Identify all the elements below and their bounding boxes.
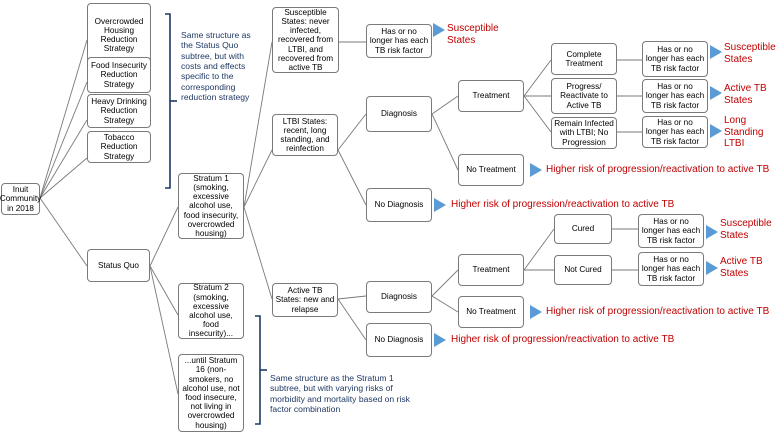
active-no-treatment-outcome: Higher risk of progression/reactivation … xyxy=(546,306,770,317)
complete-treatment-node: Complete Treatment xyxy=(551,43,617,75)
arrow-ltbi-no-treatment xyxy=(530,163,542,177)
complete-outcome: Susceptible States xyxy=(724,42,776,65)
ltbi-no-diagnosis-node: No Diagnosis xyxy=(366,188,432,222)
arrow-susc-top xyxy=(433,23,445,37)
ltbi-no-treatment-outcome: Higher risk of progression/reactivation … xyxy=(546,164,770,175)
progress-reactivate-node: Progress/ Reactivate to Active TB xyxy=(551,78,617,114)
strata-note: Same structure as the Stratum 1 subtree,… xyxy=(270,373,410,414)
ltbi-states-node: LTBI States: recent, long standing, and … xyxy=(272,114,338,156)
stratum16-node: ...until Stratum 16 (non-smokers, no alc… xyxy=(178,354,244,432)
risk-factor-progress-node: Has or no longer has each TB risk factor xyxy=(642,79,708,113)
active-no-diagnosis-node: No Diagnosis xyxy=(366,323,432,357)
ltbi-no-diagnosis-outcome: Higher risk of progression/reactivation … xyxy=(451,199,675,210)
ltbi-no-treatment-node: No Treatment xyxy=(458,154,524,186)
active-no-treatment-node: No Treatment xyxy=(458,296,524,328)
cured-node: Cured xyxy=(554,214,612,244)
stratum2-node: Stratum 2 (smoking, excessive alcohol us… xyxy=(178,283,244,339)
stratum1-node: Stratum 1 (smoking, excessive alcohol us… xyxy=(178,173,244,239)
status-quo-node: Status Quo xyxy=(87,249,150,282)
arrow-remain xyxy=(710,124,722,138)
active-no-diagnosis-outcome: Higher risk of progression/reactivation … xyxy=(451,334,675,345)
ltbi-treatment-node: Treatment xyxy=(458,80,524,112)
food-strategy-node: Food Insecurity Reduction Strategy xyxy=(87,57,151,93)
risk-factor-cured-node: Has or no longer has each TB risk factor xyxy=(638,214,704,248)
arrow-complete xyxy=(710,45,722,59)
strategies-note: Same structure as the Status Quo subtree… xyxy=(181,30,251,102)
ltbi-diagnosis-node: Diagnosis xyxy=(366,96,432,132)
active-diagnosis-node: Diagnosis xyxy=(366,281,432,313)
risk-factor-not-cured-node: Has or no longer has each TB risk factor xyxy=(638,252,704,286)
cured-outcome: Susceptible States xyxy=(720,218,772,241)
arrow-active-no-diagnosis xyxy=(434,333,446,347)
risk-factor-remain-node: Has or no longer has each TB risk factor xyxy=(642,116,708,148)
drinking-strategy-node: Heavy Drinking Reduction Strategy xyxy=(87,94,151,128)
root-node: Inuit Community in 2018 xyxy=(0,183,41,215)
remain-infected-node: Remain Infected with LTBI; No Progressio… xyxy=(551,117,617,149)
susceptible-states-node: Susceptible States: never infected, reco… xyxy=(272,7,339,73)
arrow-cured xyxy=(706,225,718,239)
active-states-node: Active TB States: new and relapse xyxy=(272,283,338,317)
progress-outcome: Active TB States xyxy=(724,83,767,106)
arrow-progress xyxy=(710,86,722,100)
arrow-not-cured xyxy=(706,261,718,275)
arrow-active-no-treatment xyxy=(530,305,542,319)
susceptible-outcome-top: Susceptible States xyxy=(447,23,499,46)
risk-factor-susceptible-node: Has or no longer has each TB risk factor xyxy=(366,24,432,58)
tobacco-strategy-node: Tobacco Reduction Strategy xyxy=(87,131,151,163)
active-treatment-node: Treatment xyxy=(458,254,524,286)
housing-strategy-node: Overcrowded Housing Reduction Strategy xyxy=(87,3,151,67)
arrow-ltbi-no-diagnosis xyxy=(434,198,446,212)
not-cured-node: Not Cured xyxy=(554,255,612,285)
remain-outcome: Long Standing LTBI xyxy=(724,115,764,149)
not-cured-outcome: Active TB States xyxy=(720,256,763,279)
risk-factor-complete-node: Has or no longer has each TB risk factor xyxy=(642,41,708,77)
